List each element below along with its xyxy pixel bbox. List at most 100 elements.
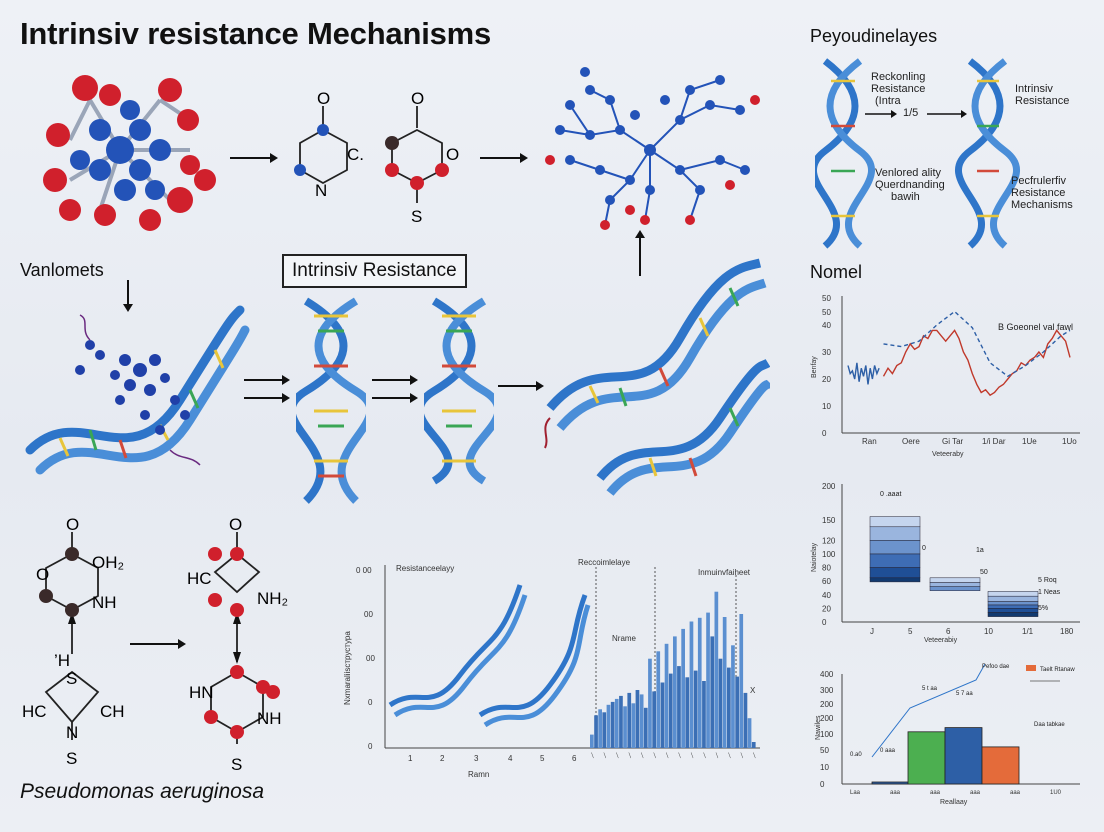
y-tick: 300 [820,686,834,695]
dna-label-bottom-left-2: Querdnanding [875,179,945,191]
x-tick: 180 [1060,627,1074,636]
atom-h: ’H [54,651,70,670]
x-tick: 5 [540,754,545,763]
y-tick: 40 [822,321,831,330]
histogram-bar [706,612,710,748]
dna-label-bottom-left-3: bawih [891,191,920,203]
arrow-icon [498,381,544,391]
y-tick: 20 [822,604,831,613]
stacked-bar-segment [869,516,921,528]
y-tick: 0 00 [356,566,372,575]
annotation: 0.a0 [850,752,862,758]
stacked-bar-segment [869,567,921,579]
x-tick: 1 [408,754,413,763]
y-tick: 00 [366,654,375,663]
annotation: 0 aaa [880,748,896,754]
protein-molecule-cluster [43,75,216,231]
y-tick: 0 [822,618,827,627]
x-tick: J [870,627,874,636]
intrinsic-resistance-box: Intrinsiv Resistance [282,254,467,288]
thiazole-molecule: O OH₂ O NH ’H S HC CH N S [22,515,125,768]
atom-oh2: OH₂ [92,553,124,572]
chart-title: Pefoo dae [982,664,1010,670]
organism-label: Pseudomonas aeruginosa [20,780,265,803]
histogram-x-label: — [588,752,596,760]
annotation: 50 [980,569,988,576]
atom-n: N [66,723,78,742]
histogram-bar [743,692,748,748]
y-axis-label: Nxmaraliisструстура [343,631,352,705]
histogram-x-label: — [713,752,721,760]
stacked-bar-segment [987,604,1039,609]
x-tick: 2 [440,754,445,763]
arrow-icon [230,153,278,163]
chart-label-mid: Nrame [612,634,637,643]
y-tick: 200 [820,714,834,723]
x-tick: 1U0 [1050,790,1062,796]
colored-bar [981,746,1020,785]
series-line-blue-dashed [883,310,1071,378]
histogram-bar [693,670,698,748]
y-tick: 40 [822,591,831,600]
histogram-bar [697,617,702,748]
x-tick: aaa [970,790,981,796]
annotation: 5 t aa [922,686,938,692]
histogram-bar [718,658,723,748]
double-arrow-icon [244,375,290,403]
stacked-bar-segment [869,540,921,555]
histogram-bar [623,706,627,748]
stacked-bar-segment [987,595,1039,602]
nomel-label: Nomel [810,262,863,282]
dna-comparison-panel: Reckonling Resistance (Intra 1/5 Intrins… [815,58,1073,249]
series-line-red [882,329,1071,397]
lactone-ring: O O S [385,89,459,226]
histogram-bars [590,591,756,748]
histogram-x-label: — [700,752,708,760]
x-axis-label: Veteerabiy [924,637,958,644]
arrow-up-icon [635,230,645,276]
y-tick: 60 [822,577,831,586]
chart-title-right: Inmuinvfaiheet [698,568,751,577]
histogram-x-label: — [688,752,696,760]
stacked-bar-segment [929,586,981,591]
trend-line [871,663,986,758]
annotation: 1 Neas [1038,589,1061,596]
y-tick: 10 [820,763,829,772]
atom-o: O [66,515,79,534]
histogram-bar [685,677,690,748]
histogram-bar [677,666,681,748]
dna-helix [296,297,366,504]
histogram-x-label: — [750,752,758,760]
x-tick: 6 [946,627,951,636]
x-tick: 4 [508,754,513,763]
histogram-bar [635,690,640,748]
x-tick: 1/1 [1022,627,1034,636]
arrow-icon [130,639,186,649]
stacked-bar-segment [929,577,981,583]
histogram-bar [602,712,607,748]
histogram-x-label: — [738,752,746,760]
atom-o: O [229,515,242,534]
stacked-bars [869,516,1039,617]
histogram-bar [664,643,669,748]
y-axis-label: Benfay [811,356,818,378]
x-axis-label: Ramn [468,770,489,779]
annotation: 5 7 aa [956,691,973,697]
histogram-bar [681,628,685,748]
colored-bar [907,731,946,785]
dna-with-molecules [25,305,250,475]
chart-title-mid: Reccoimlelaye [578,558,631,567]
arrow-down-icon [123,280,133,312]
histogram-bar [689,621,694,748]
atom-s: S [231,755,242,774]
histogram-bar [710,636,715,748]
dna-label-top-left-3: (Intra [875,95,902,107]
dna-label-top-right-1: Intrinsiv [1015,83,1053,95]
chart-title-left: Resistanceеlayy [396,564,454,573]
histogram-x-labels: —————————————— [588,752,758,760]
